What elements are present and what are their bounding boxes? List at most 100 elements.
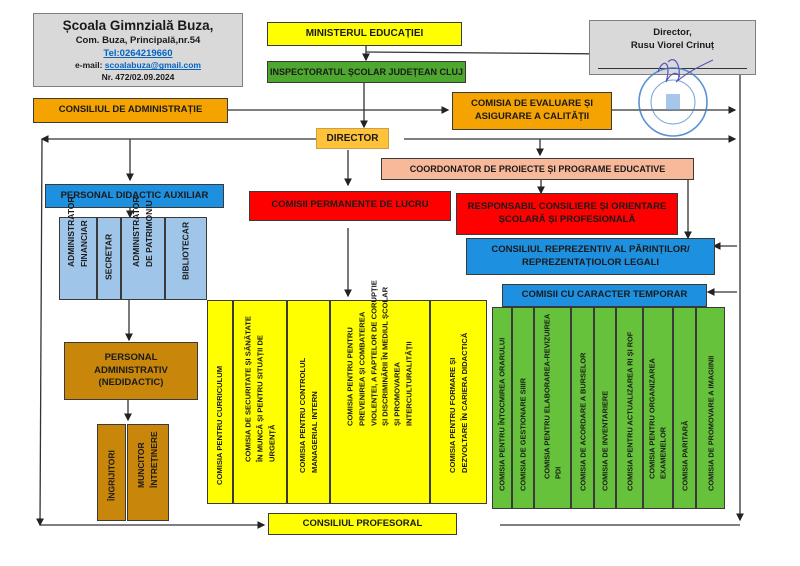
counseling-label-2: ȘCOLARĂ ȘI PROFESIONALĂ — [498, 214, 636, 225]
permanent-commissions-box[interactable]: COMISII PERMANENTE DE LUCRU — [249, 191, 451, 221]
permanent-commission-label-line: URGENȚĂ — [266, 424, 276, 462]
temporary-commission-label-line: EXAMENELOR — [659, 426, 668, 480]
auxiliary-role-label-line: ADMINISTRATOR — [130, 196, 141, 267]
temporary-commission-item[interactable]: COMISIA PARITARĂ — [673, 307, 696, 509]
temporary-commission-label-line: COMISIA DE PROMOVARE A IMAGIINII — [705, 355, 715, 491]
counseling-box[interactable]: RESPONSABIL CONSILIERE ȘI ORIENTARE ȘCOL… — [456, 193, 678, 235]
auxiliary-role-label: SECRETAR — [102, 234, 115, 280]
registration-number: Nr. 472/02.09.2024 — [101, 71, 175, 82]
admin-role-item[interactable]: ÎNGRIJITORI — [97, 424, 126, 521]
director-name: Rusu Viorel Crinuț — [630, 39, 715, 51]
permanent-commission-label-line: PREVENIREA ȘI COMBATEREA — [357, 312, 367, 427]
quality-commission-box[interactable]: COMISIA DE EVALUARE ȘI ASIGURARE A CALIT… — [452, 92, 612, 130]
auxiliary-staff-box[interactable]: PERSONAL DIDACTIC AUXILIAR — [45, 184, 224, 208]
temporary-commission-item[interactable]: COMISIA DE GESTIONARE SIIIR — [512, 307, 534, 509]
admin-role-label-line: MUNCITOR — [135, 442, 146, 488]
admin-role-label: ÎNGRIJITORI — [105, 450, 118, 501]
teachers-council-label: CONSILIUL PROFESORAL — [302, 517, 423, 529]
temporary-commission-label-line: COMISIA DE INVENTARIERE — [600, 390, 610, 491]
projects-coordinator-box[interactable]: COORDONATOR DE PROIECTE ȘI PROGRAME EDUC… — [381, 158, 694, 180]
temporary-commission-label-line: COMISIA DE ACORDARE A BURSELOR — [577, 352, 587, 491]
temporary-commissions-label: COMISII CU CARACTER TEMPORAR — [521, 289, 688, 301]
school-phone-link[interactable]: Tel:0264219660 — [103, 47, 173, 59]
admin-council-label: CONSILIUL DE ADMINISTRAȚIE — [58, 104, 203, 116]
temporary-commission-item[interactable]: COMISIA DE PROMOVARE A IMAGIINII — [696, 307, 725, 509]
permanent-commission-label-line: ÎN MUNCĂ ȘI PENTRU SITUAȚII DE — [255, 334, 265, 462]
temporary-commission-label: COMISIA DE INVENTARIERE — [599, 390, 610, 490]
auxiliary-role-label-line: FINANCIAR — [79, 219, 89, 267]
admin-staff-label-1: PERSONAL — [104, 351, 158, 363]
permanent-commission-label-line: DEZVOLTARE ÎN CARIERA DIDACTICĂ — [459, 333, 469, 474]
auxiliary-role-label-line: SECRETAR — [103, 233, 114, 280]
projects-coordinator-label: COORDONATOR DE PROIECTE ȘI PROGRAME EDUC… — [409, 163, 666, 174]
school-name: Școala Gimnzială Buza, — [62, 17, 214, 33]
temporary-commission-item[interactable]: COMISIA DE ACORDARE A BURSELOR — [571, 307, 594, 509]
director-box[interactable]: DIRECTOR — [316, 128, 389, 149]
admin-council-box[interactable]: CONSILIUL DE ADMINISTRAȚIE — [33, 98, 228, 123]
temporary-commission-label: COMISIA PENTRU ÎNTOCMIREA ORARULUI — [496, 337, 507, 490]
auxiliary-role-label-line: DE PATRIMONIU — [144, 199, 154, 267]
teachers-council-box[interactable]: CONSILIUL PROFESORAL — [268, 513, 457, 535]
temporary-commission-label: COMISIA DE PROMOVARE A IMAGIINII — [705, 355, 716, 490]
temporary-commission-label-line: PDI — [553, 466, 563, 480]
inspectorate-box[interactable]: INSPECTORATUL ȘCOLAR JUDEȚEAN CLUJ — [267, 61, 466, 83]
permanent-commission-label-line: COMISIA PENTRU PENTRU — [345, 327, 355, 427]
auxiliary-role-item[interactable]: BIBLIOTECAR — [165, 217, 207, 300]
counseling-label-1: RESPONSABIL CONSILIERE ȘI ORIENTARE — [467, 201, 667, 213]
temporary-commissions-box[interactable]: COMISII CU CARACTER TEMPORAR — [502, 284, 707, 307]
quality-commission-label-2: ASIGURARE A CALITĂȚII — [474, 111, 590, 122]
permanent-commission-item[interactable]: COMISIA PENTRU CURRICULUM — [207, 300, 233, 504]
ministry-label: MINISTERUL EDUCAȚIEI — [305, 28, 424, 40]
admin-staff-box[interactable]: PERSONAL ADMINISTRATIV (NEDIDACTIC) — [64, 342, 198, 400]
permanent-commission-label-line: COMISIA DE SECURITATE ȘI SĂNĂTATE — [243, 315, 253, 462]
permanent-commission-label-line: COMISIA PENTRU CONTROLUL — [297, 358, 307, 474]
temporary-commission-item[interactable]: COMISIA PENTRU ÎNTOCMIREA ORARULUI — [492, 307, 512, 509]
temporary-commission-label-line: COMISIA PARITARĂ — [679, 420, 689, 491]
permanent-commissions-label: COMISII PERMANENTE DE LUCRU — [271, 199, 429, 210]
temporary-commission-label: COMISIA PARITARĂ — [679, 420, 690, 490]
admin-staff-label-3: (NEDIDACTIC) — [98, 377, 164, 389]
admin-role-label-line: ÎNGRIJITORI — [105, 449, 116, 501]
school-address: Com. Buza, Principală,nr.54 — [75, 34, 201, 46]
permanent-commission-label-line: ȘI PROMOVAREA — [392, 362, 402, 427]
auxiliary-role-label-line: BIBLIOTECAR — [180, 221, 191, 280]
parents-council-label-1: CONSILIUL REPREZENTIV AL PĂRINȚILOR/ — [491, 243, 690, 255]
school-info-box: Școala Gimnzială Buza, Com. Buza, Princi… — [33, 13, 243, 87]
temporary-commission-item[interactable]: COMISIA PENTRU ACTUALIZAREA RI ȘI ROF — [616, 307, 643, 509]
school-email-link[interactable]: scoalabuza@gmail.com — [104, 60, 201, 71]
ministry-box[interactable]: MINISTERUL EDUCAȚIEI — [267, 22, 462, 46]
auxiliary-role-item[interactable]: SECRETAR — [97, 217, 121, 300]
permanent-commission-label-line: INTERCULTURALITĂȚII — [404, 341, 414, 427]
temporary-commission-label-line: COMISIA PENTRU ELABORAREA-REVIZUIREA — [542, 313, 552, 480]
temporary-commission-label-line: COMISIA PENTRU ORGANIZAREA — [647, 358, 657, 480]
temporary-commission-item[interactable]: COMISIA DE INVENTARIERE — [594, 307, 616, 509]
temporary-commission-label-line: COMISIA DE GESTIONARE SIIIR — [518, 377, 528, 491]
temporary-commission-label: COMISIA DE GESTIONARE SIIIR — [517, 377, 528, 490]
auxiliary-role-label: BIBLIOTECAR — [179, 222, 192, 280]
school-email-line: e-mail: scoalabuza@gmail.com — [75, 60, 201, 71]
permanent-commission-label-line: COMISIA PENTRU CURRICULUM — [215, 366, 225, 486]
permanent-commission-label: COMISIA PENTRU CURRICULUM — [214, 366, 226, 485]
permanent-commission-label-line: ȘI DISCRIMINĂRII ÎN MEDIUL ȘCOLAR — [381, 287, 390, 427]
director-label: DIRECTOR — [326, 132, 379, 144]
parents-council-box[interactable]: CONSILIUL REPREZENTIV AL PĂRINȚILOR/ REP… — [466, 238, 715, 275]
temporary-commission-label: COMISIA DE ACORDARE A BURSELOR — [577, 352, 588, 491]
parents-council-label-2: REPREZENTAȚIOLOR LEGALI — [521, 256, 660, 268]
temporary-commission-label-line: COMISIA PENTRU ACTUALIZAREA RI ȘI ROF — [624, 331, 634, 491]
auxiliary-role-label-line: ADMINISTRATOR — [65, 196, 76, 267]
temporary-commission-label: COMISIA PENTRU ACTUALIZAREA RI ȘI ROF — [624, 331, 635, 490]
